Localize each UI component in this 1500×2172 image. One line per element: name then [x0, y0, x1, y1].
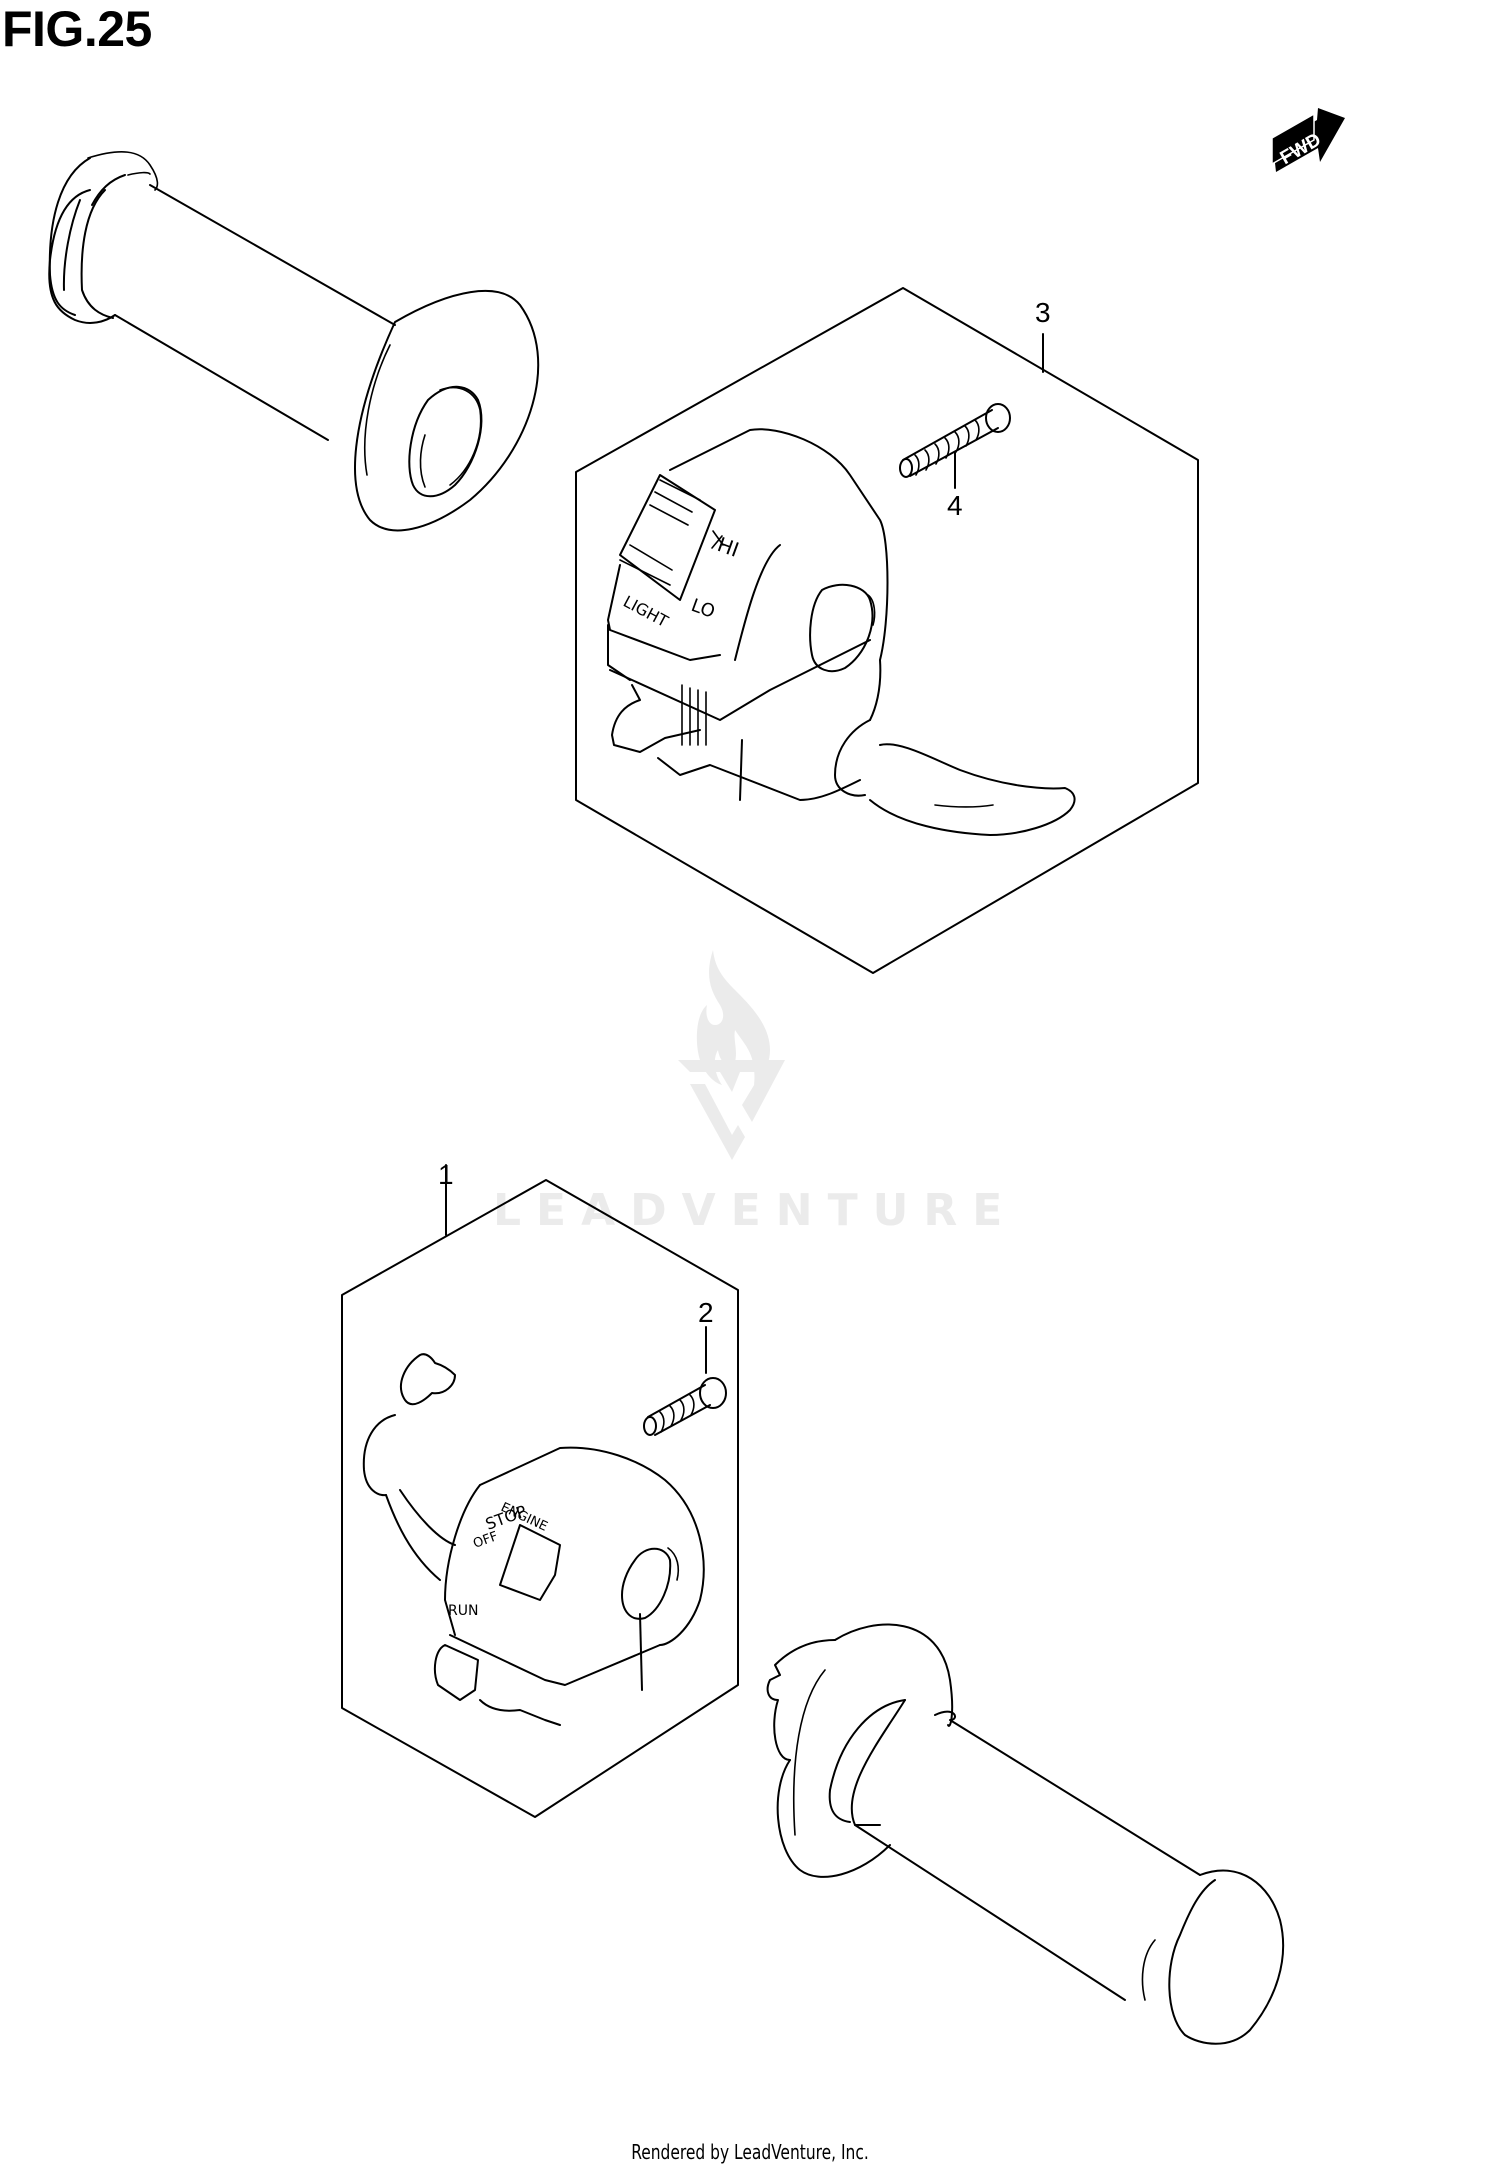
switch-label-lo: LO	[688, 595, 717, 623]
watermark-text: LEADVENTURE	[493, 1185, 1017, 1236]
left-handlebar-switch: HI LO LIGHT	[607, 428, 1076, 836]
leadventure-flame-logo-icon	[678, 950, 785, 1160]
screw-2: 2	[643, 1297, 727, 1436]
callout-number-2: 2	[698, 1297, 714, 1328]
screw-4: 4	[899, 403, 1011, 521]
callout-3-hexagon: 3	[575, 287, 1199, 974]
callout-number-1: 1	[438, 1159, 454, 1190]
footer-credit: Rendered by LeadVenture, Inc.	[631, 2140, 869, 2164]
callout-1-hexagon: 1	[341, 1159, 739, 1818]
left-handlebar-grip	[48, 151, 540, 532]
switch-label-run: RUN	[448, 1603, 478, 1619]
figure-title: FIG.25	[2, 1, 152, 57]
callout-number-3: 3	[1035, 297, 1051, 328]
switch-label-hi: HI	[714, 532, 742, 562]
right-handlebar-switch: ENGINE STOP OFF RUN	[362, 1353, 705, 1726]
switch-label-off: OFF	[471, 1529, 500, 1552]
switch-label-light: LIGHT	[620, 592, 671, 631]
forward-arrow-icon: FWD	[1271, 108, 1345, 172]
callout-number-4: 4	[947, 490, 963, 521]
right-handlebar-throttle-grip	[766, 1623, 1285, 2045]
